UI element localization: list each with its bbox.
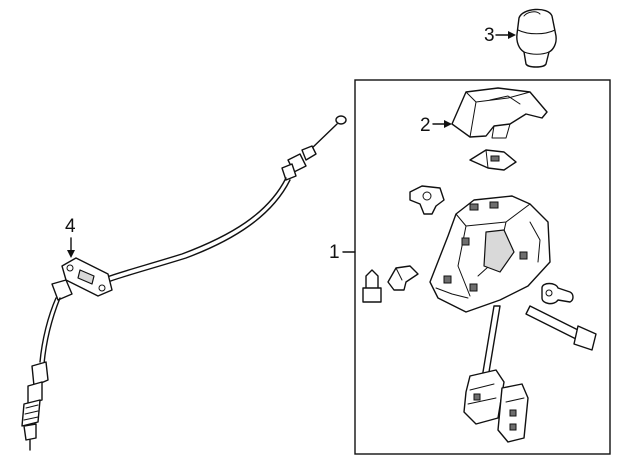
arrow-icon	[508, 31, 516, 39]
callout-4: 4	[65, 216, 76, 258]
callout-3-label: 3	[484, 25, 495, 46]
position-sensor	[409, 185, 445, 215]
shift-lever	[463, 305, 505, 425]
callout-2-label: 2	[420, 115, 431, 136]
assembly-frame	[354, 79, 611, 455]
arrow-icon	[67, 250, 75, 258]
small-pin	[362, 269, 382, 303]
bolt	[541, 282, 574, 305]
shift-cable	[21, 115, 347, 451]
callout-2: 2	[420, 115, 452, 136]
callout-1-label: 1	[329, 242, 340, 263]
shift-knob	[516, 8, 557, 68]
callout-4-label: 4	[65, 216, 76, 237]
shifter-cover	[451, 87, 548, 139]
callout-3: 3	[484, 25, 516, 46]
small-bracket	[469, 149, 517, 171]
callout-1: 1	[329, 242, 356, 263]
arrow-icon	[444, 120, 452, 128]
clip	[387, 265, 419, 291]
long-pin	[525, 305, 597, 351]
lock-bracket	[497, 383, 529, 443]
shifter-housing	[429, 195, 551, 313]
